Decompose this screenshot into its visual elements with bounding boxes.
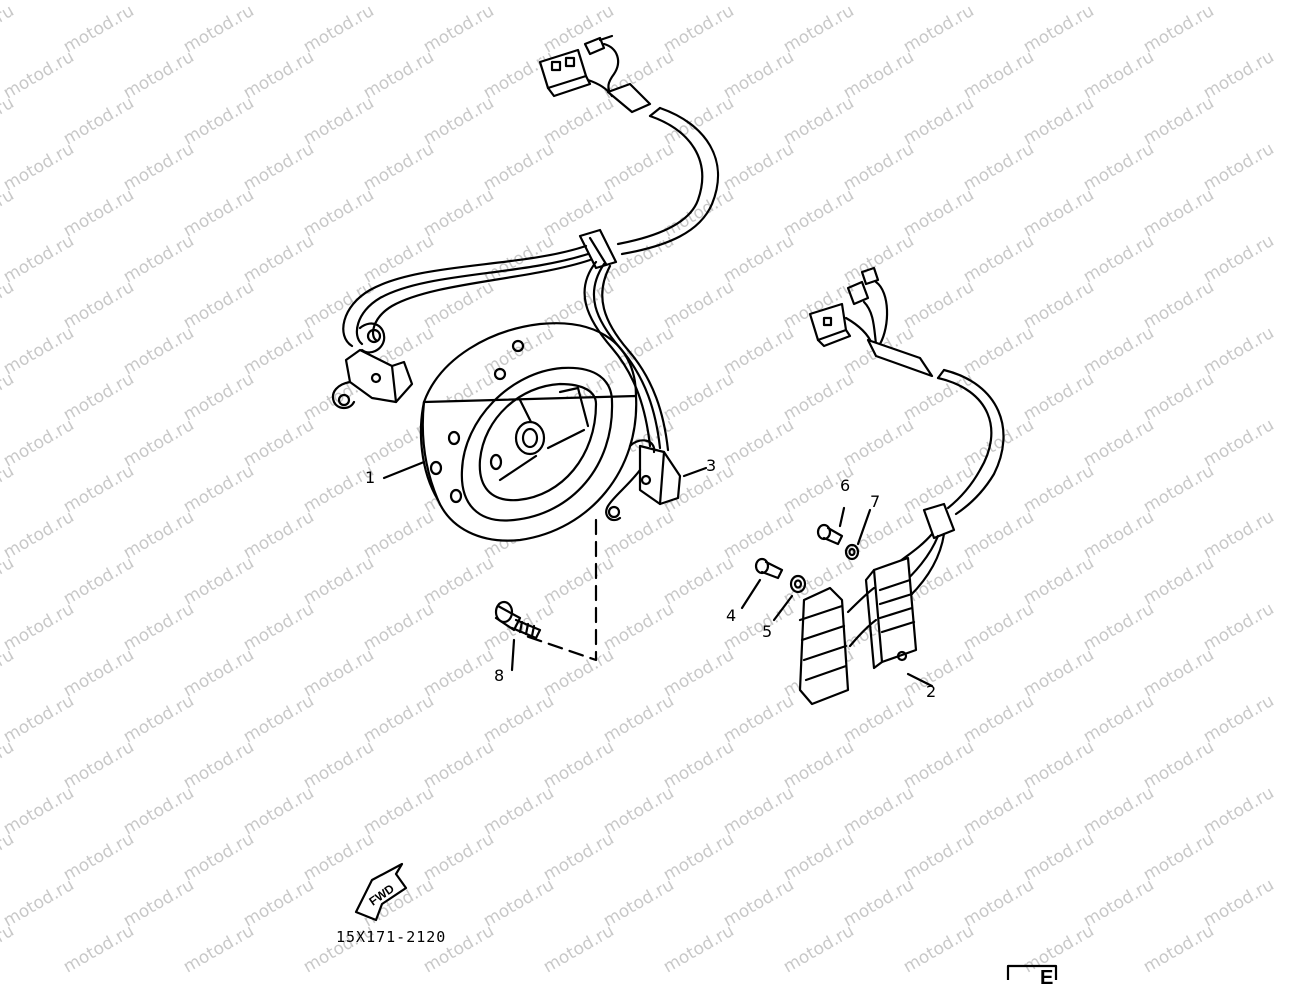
callout-3: 3 xyxy=(706,456,717,475)
callout-1: 1 xyxy=(365,468,376,487)
fwd-arrow xyxy=(354,862,408,922)
assembly-line xyxy=(524,518,598,662)
corner-tab xyxy=(1006,964,1058,980)
corner-letter: E xyxy=(1040,967,1054,989)
callout-7: 7 xyxy=(870,492,881,511)
regulator-2 xyxy=(798,556,934,706)
bolt-8 xyxy=(494,600,542,672)
pickup-coil-3 xyxy=(605,439,708,522)
callout-2: 2 xyxy=(926,682,937,701)
callout-4: 4 xyxy=(726,606,737,625)
stator-assembly xyxy=(382,322,638,542)
washer-7 xyxy=(844,508,872,561)
bolt-6 xyxy=(816,506,846,546)
callout-8: 8 xyxy=(494,666,505,685)
washer-5 xyxy=(772,574,807,622)
left-pickup-coil xyxy=(331,322,414,410)
callout-5: 5 xyxy=(762,622,773,641)
bolt-4 xyxy=(740,557,784,610)
lower-wire-harness xyxy=(808,266,1005,598)
part-code: 15X171-2120 xyxy=(336,928,447,946)
callout-6: 6 xyxy=(840,476,851,495)
